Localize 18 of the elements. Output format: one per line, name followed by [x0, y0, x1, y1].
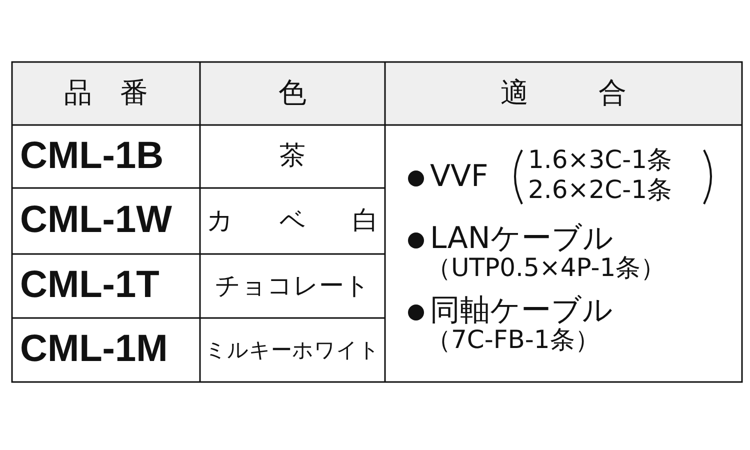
- cable-spec: （UTP0.5×4P-1条）: [426, 254, 666, 282]
- product-number: CML-1M: [20, 329, 168, 371]
- column-header: 品番: [63, 78, 176, 109]
- color-name: カベ白: [206, 206, 424, 236]
- product-number: CML-1W: [20, 200, 172, 242]
- color-name: チョコレート: [215, 272, 370, 300]
- color-name: 茶: [280, 142, 306, 171]
- compatible-cable: 同軸ケーブル: [430, 294, 613, 327]
- compatible-cable: VVF: [430, 160, 488, 193]
- cable-spec: 1.6×3C-1条: [528, 146, 672, 174]
- color-name: ミルキーホワイト: [205, 338, 380, 362]
- column-header: 適合: [500, 78, 696, 109]
- product-number: CML-1T: [20, 265, 160, 307]
- product-number: CML-1B: [20, 136, 164, 178]
- cable-spec: 2.6×2C-1条: [528, 176, 672, 204]
- cable-spec: （7C-FB-1条）: [426, 326, 600, 354]
- compatible-cable: LANケーブル: [430, 222, 614, 255]
- column-header: 色: [278, 78, 306, 109]
